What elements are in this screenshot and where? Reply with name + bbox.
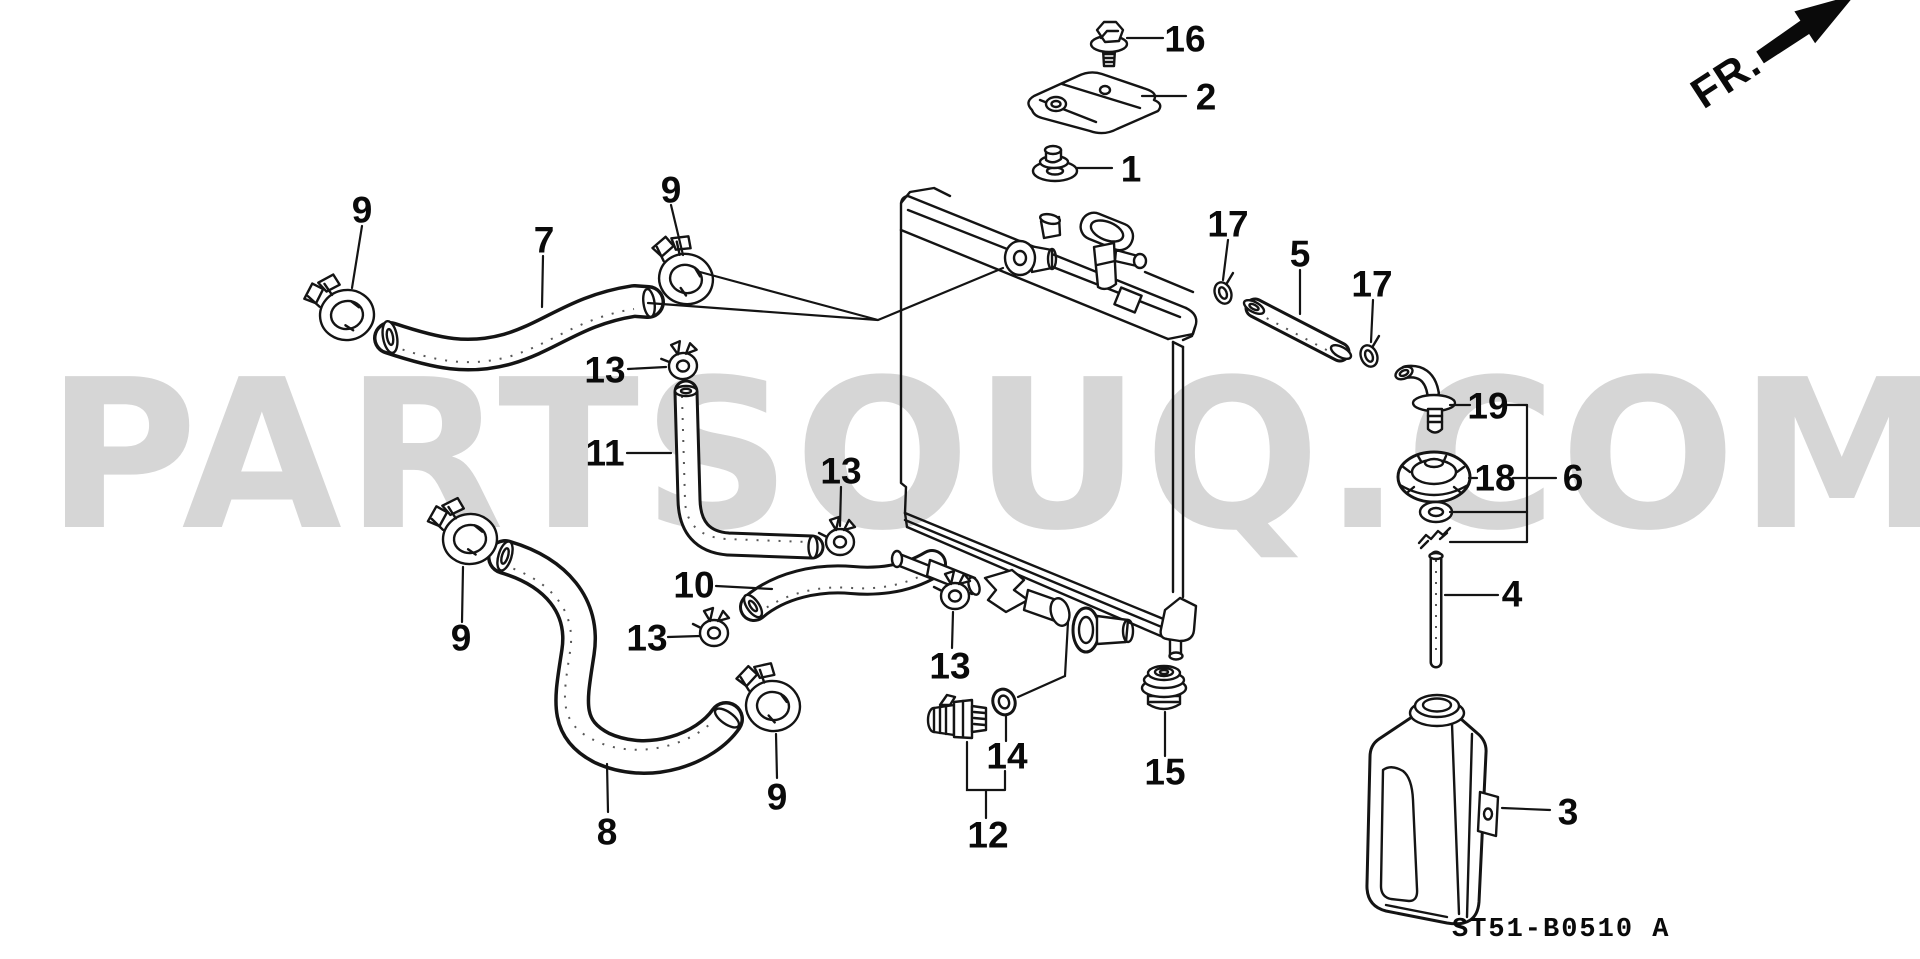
bolt-16-drawing bbox=[1089, 20, 1129, 68]
hose-8-drawing bbox=[487, 539, 744, 775]
callout-4[interactable]: 4 bbox=[1501, 573, 1523, 615]
callout-5[interactable]: 5 bbox=[1289, 233, 1311, 275]
watermark: PARTSOUQ.COM bbox=[46, 335, 1920, 576]
callout-3[interactable]: 3 bbox=[1557, 791, 1579, 833]
callout-12[interactable]: 12 bbox=[967, 814, 1009, 856]
callout-13-c[interactable]: 13 bbox=[626, 617, 668, 659]
overflow-tube-4-drawing bbox=[1428, 550, 1444, 669]
callout-8[interactable]: 8 bbox=[596, 811, 618, 853]
mount-cushion-1-drawing bbox=[1031, 144, 1079, 183]
drain-valve-12-drawing bbox=[926, 693, 988, 740]
callout-17-b[interactable]: 17 bbox=[1351, 263, 1393, 305]
spring-washer-drawing bbox=[1417, 526, 1452, 550]
callout-19[interactable]: 19 bbox=[1467, 385, 1509, 427]
callout-13-a[interactable]: 13 bbox=[584, 349, 626, 391]
callout-2[interactable]: 2 bbox=[1195, 76, 1217, 118]
callout-14[interactable]: 14 bbox=[986, 735, 1028, 777]
hose-10-drawing bbox=[739, 549, 947, 622]
clamp-13a-drawing bbox=[658, 338, 701, 382]
clamp-13c-drawing bbox=[691, 606, 731, 648]
clamp-13b-drawing bbox=[817, 515, 857, 557]
callout-17-a[interactable]: 17 bbox=[1207, 203, 1249, 245]
callout-9-c[interactable]: 9 bbox=[450, 617, 472, 659]
clip-17b-drawing bbox=[1359, 334, 1381, 368]
bracket-2-drawing bbox=[1027, 71, 1162, 135]
reserve-tank-3-drawing bbox=[1365, 693, 1500, 926]
hose-11-drawing bbox=[673, 379, 825, 560]
callout-9-b[interactable]: 9 bbox=[660, 169, 682, 211]
joint-pipe-19-drawing bbox=[1394, 364, 1457, 434]
callout-9-a[interactable]: 9 bbox=[351, 189, 373, 231]
clip-17a-drawing bbox=[1213, 271, 1235, 305]
drawing-code: ST51-B0510 A bbox=[1452, 915, 1671, 945]
hose-7-drawing bbox=[373, 284, 665, 372]
callout-7[interactable]: 7 bbox=[533, 219, 555, 261]
grommet-drawing bbox=[1418, 500, 1454, 524]
clamp-9a-drawing bbox=[300, 268, 379, 347]
clamp-9c-drawing bbox=[424, 493, 501, 570]
callout-9-d[interactable]: 9 bbox=[766, 776, 788, 818]
callout-18[interactable]: 18 bbox=[1474, 457, 1516, 499]
front-direction-indicator: FR. bbox=[1683, 0, 1873, 119]
callout-15[interactable]: 15 bbox=[1144, 751, 1186, 793]
hose-5-drawing bbox=[1242, 297, 1353, 363]
callout-6[interactable]: 6 bbox=[1562, 457, 1584, 499]
front-arrow-icon bbox=[1756, 0, 1856, 63]
callout-11[interactable]: 11 bbox=[585, 432, 625, 474]
drain-plug-15-drawing bbox=[1140, 664, 1188, 711]
leader-lines bbox=[350, 36, 1558, 820]
callout-16[interactable]: 16 bbox=[1164, 18, 1206, 60]
washer-14-drawing bbox=[991, 687, 1017, 717]
radiator-drawing bbox=[890, 186, 1198, 661]
callout-10[interactable]: 10 bbox=[673, 564, 715, 606]
callout-1[interactable]: 1 bbox=[1120, 148, 1142, 190]
cap-18-drawing bbox=[1396, 450, 1472, 504]
callout-13-d[interactable]: 13 bbox=[929, 645, 971, 687]
callout-13-b[interactable]: 13 bbox=[820, 450, 862, 492]
